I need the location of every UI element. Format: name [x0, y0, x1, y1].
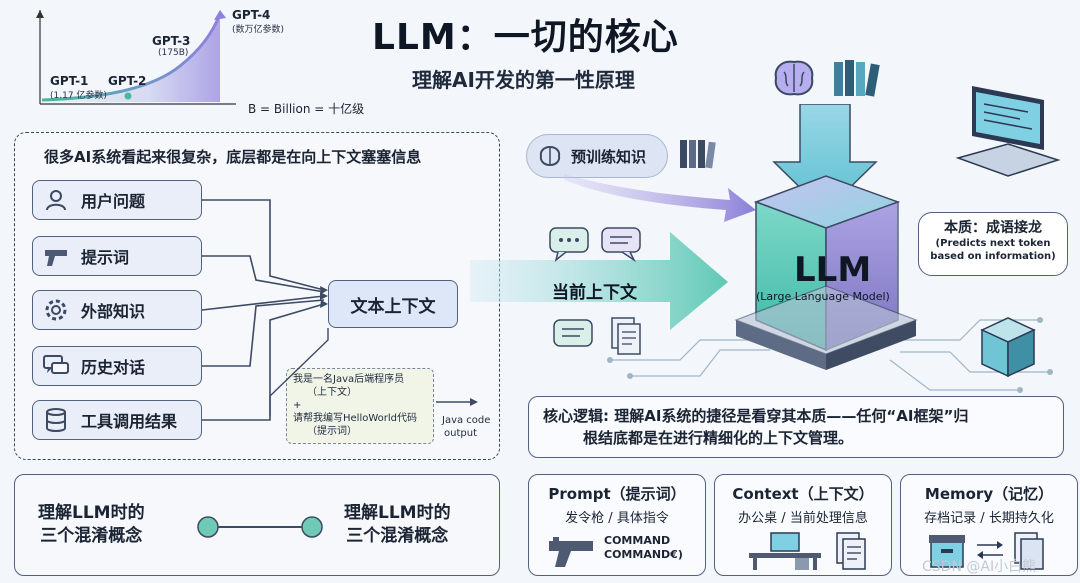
gpt3-note: (175B)	[158, 48, 189, 58]
database-icon	[43, 407, 69, 433]
pistol-icon	[43, 243, 69, 269]
page-title: LLM：一切的核心	[372, 17, 679, 58]
chat-icon	[43, 353, 69, 379]
source-external-knowledge: 外部知识	[32, 290, 202, 330]
server-icon	[980, 317, 1036, 378]
llm-full-name: (Large Language Model)	[756, 290, 890, 303]
essence-line1: (Predicts next token	[935, 238, 1051, 249]
source-label: 历史对话	[81, 358, 146, 377]
pretrain-label: 预训练知识	[571, 147, 647, 166]
documents-icon	[1014, 532, 1044, 570]
concept-desc: 存档记录 / 长期持久化	[924, 511, 1054, 526]
core-logic-line2: 根结底都是在进行精细化的上下文管理。	[583, 429, 854, 447]
computer-icon	[955, 86, 1061, 177]
unit-note: B = Billion = 十亿级	[248, 102, 365, 116]
context-panel-heading: 很多AI系统看起来很复杂，底层都是在向上下文塞塞信息	[44, 148, 422, 166]
example-line3: 请帮我编写HelloWorld代码	[293, 413, 418, 424]
gpt1-label: GPT-1 (1.17 亿参数)	[50, 74, 107, 101]
concept-desc: 发令枪 / 具体指令	[565, 511, 669, 526]
java-output-line1: Java code	[442, 415, 491, 426]
essence-title: 本质：成语接龙	[944, 220, 1042, 236]
command-text: COMMAND COMMAND€)	[604, 534, 683, 562]
gpt1-note: (1.17 亿参数)	[50, 91, 107, 101]
concept-card-memory: Memory（记忆） 存档记录 / 长期持久化	[900, 474, 1078, 576]
circuit-lines	[607, 317, 1053, 393]
brain-icon	[774, 60, 814, 96]
essence-bubble: 本质：成语接龙 (Predicts next token based on in…	[918, 212, 1068, 276]
example-line4: （提示词）	[307, 426, 357, 437]
confusion-right-line1: 理解LLM时的	[344, 503, 451, 523]
books-icon	[834, 60, 880, 97]
confusion-left-line2: 三个混淆概念	[40, 526, 143, 546]
brain-icon	[537, 143, 563, 169]
example-connector	[269, 328, 329, 416]
concept-title: Prompt（提示词）	[548, 485, 686, 503]
source-user-question: 用户问题	[32, 180, 202, 220]
source-chat-history: 历史对话	[32, 346, 202, 386]
pretrain-pill: 预训练知识	[526, 134, 668, 178]
gpt4-name: GPT-4	[232, 8, 271, 22]
core-logic-line1: 核心逻辑: 理解AI系统的捷径是看穿其本质——任何“AI框架”归	[543, 407, 969, 425]
command-line2: COMMAND€)	[604, 548, 683, 561]
books-icon	[680, 140, 716, 169]
example-line1: 我是一名Java后端程序员	[293, 374, 405, 385]
documents-icon	[553, 317, 641, 355]
source-prompt: 提示词	[32, 236, 202, 276]
context-to-llm-arrow	[470, 232, 728, 330]
pistol-icon	[549, 537, 593, 567]
source-connectors	[201, 199, 328, 421]
confusion-left-line1: 理解LLM时的	[38, 503, 145, 523]
confusion-right-text: 理解LLM时的 三个混淆概念	[344, 502, 451, 548]
confusion-right-line2: 三个混淆概念	[346, 526, 449, 546]
desk-icon	[749, 532, 821, 570]
user-icon	[43, 187, 69, 213]
gpt2-name: GPT-2	[108, 74, 147, 88]
gear-icon	[43, 297, 69, 323]
pretrain-arrow	[564, 174, 756, 222]
concept-card-prompt: Prompt（提示词） 发令枪 / 具体指令	[528, 474, 706, 576]
gpt1-name: GPT-1	[50, 74, 89, 88]
confusion-left-text: 理解LLM时的 三个混淆概念	[38, 502, 145, 548]
core-logic-box: 核心逻辑: 理解AI系统的捷径是看穿其本质——任何“AI框架”归 根结底都是在进…	[528, 396, 1064, 458]
java-output-line2: output	[444, 428, 477, 439]
gpt3-label: GPT-3 (175B)	[152, 34, 190, 58]
concept-title: Context（上下文）	[732, 485, 874, 503]
java-output-label: Java code output	[442, 414, 490, 440]
chat-bubbles-icon	[549, 227, 641, 262]
source-label: 工具调用结果	[81, 412, 178, 431]
archive-icon	[929, 535, 965, 568]
source-label: 外部知识	[81, 302, 146, 321]
current-context-label: 当前上下文	[552, 283, 637, 303]
source-label: 用户问题	[81, 192, 146, 211]
llm-cube	[734, 175, 918, 370]
page-subtitle: 理解AI开发的第一性原理	[412, 68, 635, 92]
source-label: 提示词	[81, 248, 130, 267]
concept-card-context: Context（上下文） 办公桌 / 当前处理信息	[714, 474, 892, 576]
source-tool-results: 工具调用结果	[32, 400, 202, 440]
command-line1: COMMAND	[604, 534, 671, 547]
example-output-arrow	[436, 398, 478, 406]
gpt4-label: GPT-4 (数万亿参数)	[232, 8, 284, 35]
text-context-box: 文本上下文	[328, 280, 458, 328]
documents-icon	[836, 532, 866, 570]
concept-title: Memory（记忆）	[924, 485, 1054, 503]
example-plus: +	[293, 400, 302, 411]
gpt3-name: GPT-3	[152, 34, 191, 48]
exchange-arrows-icon	[977, 541, 1003, 559]
llm-title: LLM	[794, 250, 872, 290]
concept-desc: 办公桌 / 当前处理信息	[738, 511, 868, 526]
watermark: CSDN @AI小白熊	[922, 559, 1037, 575]
confusion-connector	[197, 516, 323, 538]
example-box: 我是一名Java后端程序员 （上下文） + 请帮我编写HelloWorld代码 …	[286, 368, 434, 444]
gpt4-note: (数万亿参数)	[232, 25, 285, 35]
confusion-panel	[14, 474, 500, 576]
example-line2: （上下文）	[307, 387, 357, 398]
essence-line2: based on information)	[930, 251, 1056, 262]
growth-curve-chart	[36, 10, 236, 105]
